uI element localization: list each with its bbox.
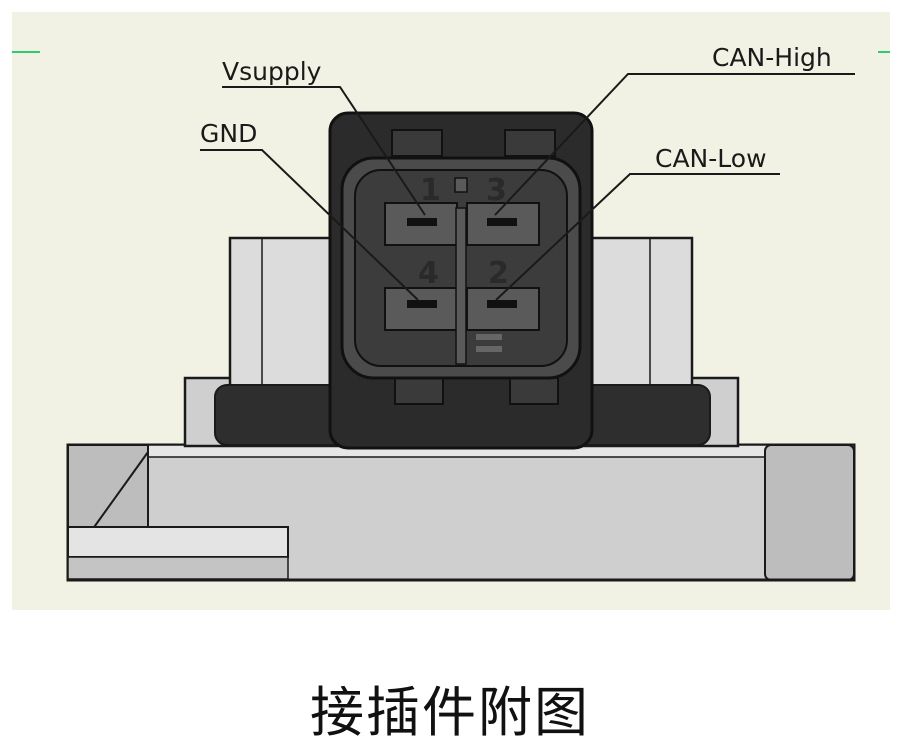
pin-3-number: 3 (486, 173, 507, 208)
base-plate (66, 443, 856, 582)
leader-gnd (200, 149, 419, 301)
pin-1-number: 1 (420, 173, 441, 208)
connector-body (328, 111, 594, 450)
label-vsupply: Vsupply (222, 57, 322, 86)
leader-can-high (494, 73, 855, 216)
figure-caption: 接插件附图 (310, 681, 590, 744)
leader-vsupply (222, 86, 426, 216)
label-can-low: CAN-Low (655, 144, 767, 173)
pin-4-number: 4 (418, 256, 439, 291)
label-gnd: GND (200, 119, 257, 148)
leader-can-low (495, 173, 780, 301)
pin-2-number: 2 (488, 256, 509, 291)
label-can-high: CAN-High (712, 43, 832, 72)
